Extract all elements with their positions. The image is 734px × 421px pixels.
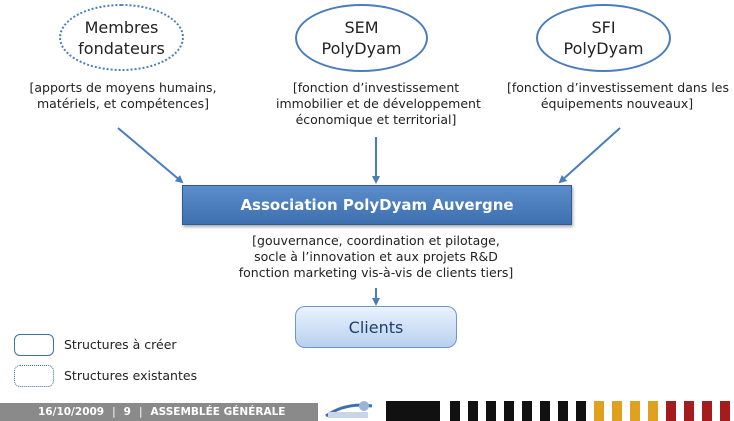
legend-to-create: Structures à créer — [64, 337, 177, 352]
node-membres-line1: Membres — [84, 17, 159, 37]
node-sfi-polydyam: SFI PolyDyam — [536, 4, 671, 72]
footer-stripe — [702, 401, 712, 421]
footer-stripe — [684, 401, 694, 421]
footer-stripe — [720, 401, 730, 421]
footer-stripe — [468, 401, 478, 421]
footer-stripe — [486, 401, 496, 421]
footer-stripe — [540, 401, 550, 421]
footer-stripe — [576, 401, 586, 421]
node-membres-fondateurs: Membres fondateurs — [59, 4, 184, 71]
footer-black-block — [386, 401, 440, 421]
association-label: Association PolyDyam Auvergne — [240, 196, 514, 214]
footer-separator: | — [138, 406, 143, 418]
footer-stripe — [648, 401, 658, 421]
node-sfi-line2: PolyDyam — [563, 39, 644, 58]
organization-logo — [325, 401, 373, 418]
legend-existing: Structures existantes — [64, 368, 198, 383]
footer-stripe — [666, 401, 676, 421]
desc-association: [gouvernance, coordination et pilotage, … — [238, 233, 514, 280]
arrow-sfi-to-association — [558, 127, 621, 184]
footer-stripe — [558, 401, 568, 421]
legend-dotted-swatch — [14, 365, 54, 387]
desc-sfi: [fonction d’investissement dans les équi… — [507, 80, 729, 111]
footer-stripe — [504, 401, 514, 421]
node-membres-line2: fondateurs — [78, 38, 165, 58]
footer-separator: | — [112, 406, 116, 418]
node-association-polydyam-auvergne: Association PolyDyam Auvergne — [182, 185, 572, 225]
node-sfi-line1: SFI — [591, 18, 616, 37]
node-sem-polydyam: SEM PolyDyam — [295, 4, 428, 72]
footer-bar: 16/10/2009 | 9 | ASSEMBLÉE GÉNÉRALE — [0, 403, 318, 421]
footer-stripe — [630, 401, 640, 421]
node-sem-line1: SEM — [344, 18, 379, 37]
legend-solid-swatch — [14, 334, 54, 356]
desc-membres: [apports de moyens humains, matériels, e… — [29, 80, 217, 111]
footer-stripe — [612, 401, 622, 421]
node-clients: Clients — [295, 306, 457, 348]
footer-stripe — [594, 401, 604, 421]
node-sem-line2: PolyDyam — [321, 39, 402, 58]
footer-date: 16/10/2009 — [38, 406, 105, 418]
desc-sem: [fonction d’investissement immobilier et… — [276, 80, 481, 127]
clients-label: Clients — [348, 317, 404, 337]
footer-stripe — [450, 401, 460, 421]
arrow-membres-to-association — [117, 127, 184, 184]
footer-section: ASSEMBLÉE GÉNÉRALE — [150, 406, 286, 418]
footer-page-number: 9 — [123, 406, 131, 418]
footer-stripe — [522, 401, 532, 421]
